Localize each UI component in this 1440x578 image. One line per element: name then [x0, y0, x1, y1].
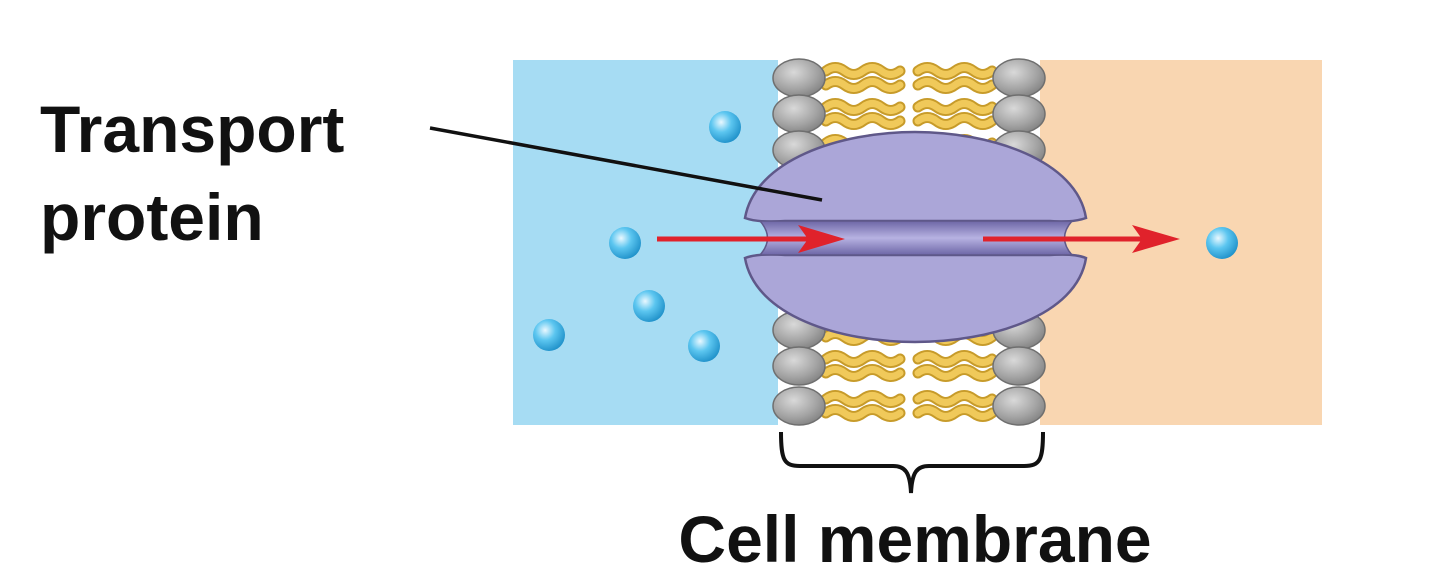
phospholipid-tail [822, 78, 904, 92]
transport-protein [743, 130, 1088, 344]
phospholipid-head [772, 94, 826, 134]
phospholipid-tail [822, 406, 904, 420]
phospholipid-tail [822, 64, 904, 78]
solute-molecule [688, 330, 720, 362]
protein-channel [758, 220, 1074, 256]
solute-molecule [709, 111, 741, 143]
phospholipid-tail [914, 352, 996, 366]
phospholipid-head [992, 94, 1046, 134]
transport-protein-leader-line [429, 126, 823, 202]
solute-molecule [533, 319, 565, 351]
phospholipid-tail [914, 392, 996, 406]
phospholipid-head [992, 58, 1046, 98]
phospholipid-head [992, 386, 1046, 426]
membrane-brace [779, 431, 1045, 494]
phospholipid-tail [822, 392, 904, 406]
transport-protein-label-line1: Transport [40, 92, 344, 166]
phospholipid-tail [822, 352, 904, 366]
phospholipid-tail [914, 78, 996, 92]
solute-molecule [633, 290, 665, 322]
phospholipid-tail [914, 406, 996, 420]
left-transport-arrow [657, 225, 845, 253]
phospholipid-head [772, 346, 826, 386]
phospholipid-tail [914, 100, 996, 114]
phospholipid-tail [822, 100, 904, 114]
right-transport-arrow [983, 225, 1180, 253]
solute-molecule [1206, 227, 1238, 259]
phospholipid-tail [914, 366, 996, 380]
phospholipid-head [992, 346, 1046, 386]
solute-molecules [533, 111, 1238, 362]
transport-protein-label-line2: protein [40, 180, 264, 254]
cell-membrane-label: Cell membrane [678, 502, 1151, 576]
intracellular-region [1040, 60, 1322, 425]
phospholipid-tail [822, 114, 904, 128]
phospholipid-tail [822, 366, 904, 380]
phospholipid-head [772, 386, 826, 426]
extracellular-region [513, 60, 778, 425]
phospholipid-head [772, 58, 826, 98]
solute-molecule [609, 227, 641, 259]
phospholipid-tail [914, 114, 996, 128]
phospholipid-tail [914, 64, 996, 78]
